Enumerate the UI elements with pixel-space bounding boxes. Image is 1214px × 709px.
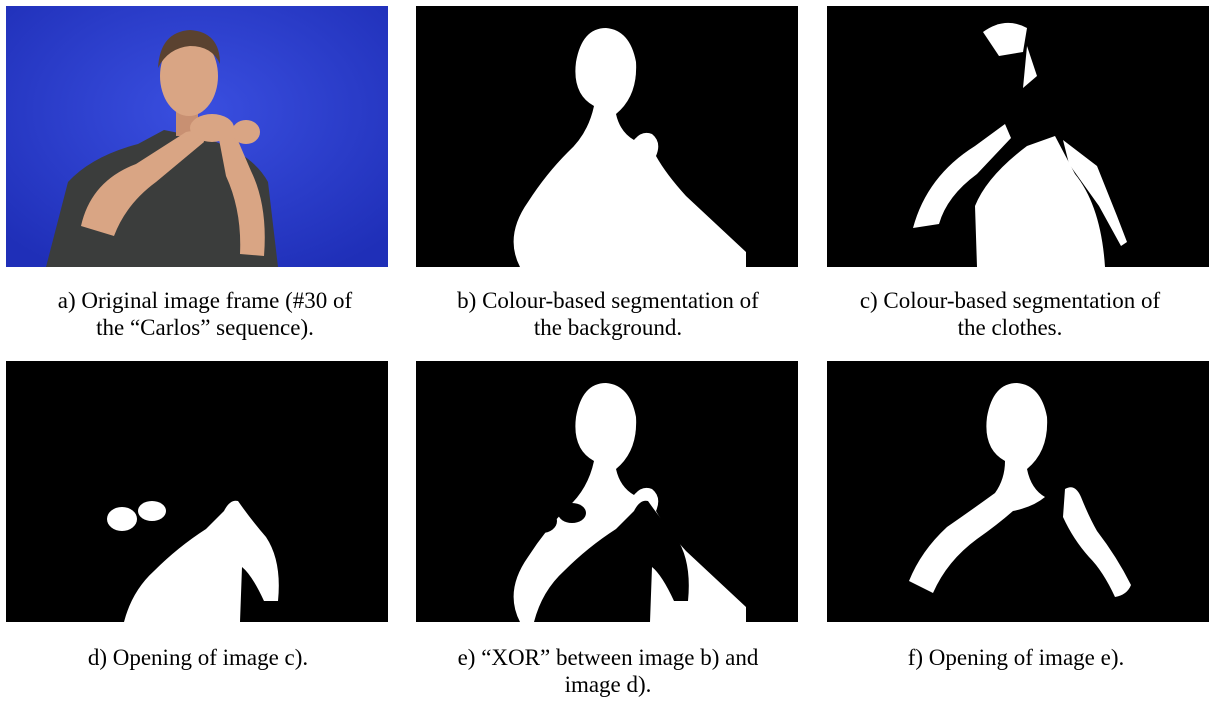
caption-e-line1: e) “XOR” between image b) and (457, 645, 759, 670)
opening-of-c-mask (6, 361, 388, 622)
opening-of-e-mask (827, 361, 1209, 622)
caption-d: d) Opening of image c). (0, 644, 396, 671)
caption-f-line1: f) Opening of image e). (907, 645, 1125, 670)
panel-e-xor-image (416, 361, 798, 622)
caption-b: b) Colour-based segmentation of the back… (410, 287, 806, 341)
caption-b-line1: b) Colour-based segmentation of (457, 288, 759, 313)
xor-mask (416, 361, 798, 622)
caption-b-line2: the background. (533, 315, 683, 340)
original-frame-image (6, 6, 388, 267)
caption-a: a) Original image frame (#30 of the “Car… (0, 287, 410, 341)
panel-b-background-segmentation (416, 6, 798, 267)
background-segmentation-mask (416, 6, 798, 267)
panel-d-opening-of-c (6, 361, 388, 622)
caption-c: c) Colour-based segmentation of the clot… (806, 287, 1214, 341)
caption-f: f) Opening of image e). (818, 644, 1214, 671)
caption-e-line2: image d). (564, 672, 652, 697)
caption-c-line2: the clothes. (957, 315, 1063, 340)
caption-c-line1: c) Colour-based segmentation of (859, 288, 1161, 313)
panel-f-opening-of-e (827, 361, 1209, 622)
caption-a-line1: a) Original image frame (#30 of (57, 288, 353, 313)
panel-c-clothes-segmentation (827, 6, 1209, 267)
caption-d-line1: d) Opening of image c). (87, 645, 309, 670)
panel-a-original-frame (6, 6, 388, 267)
caption-a-line2: the “Carlos” sequence). (96, 315, 314, 340)
clothes-segmentation-mask (827, 6, 1209, 267)
caption-e: e) “XOR” between image b) and image d). (410, 644, 806, 698)
